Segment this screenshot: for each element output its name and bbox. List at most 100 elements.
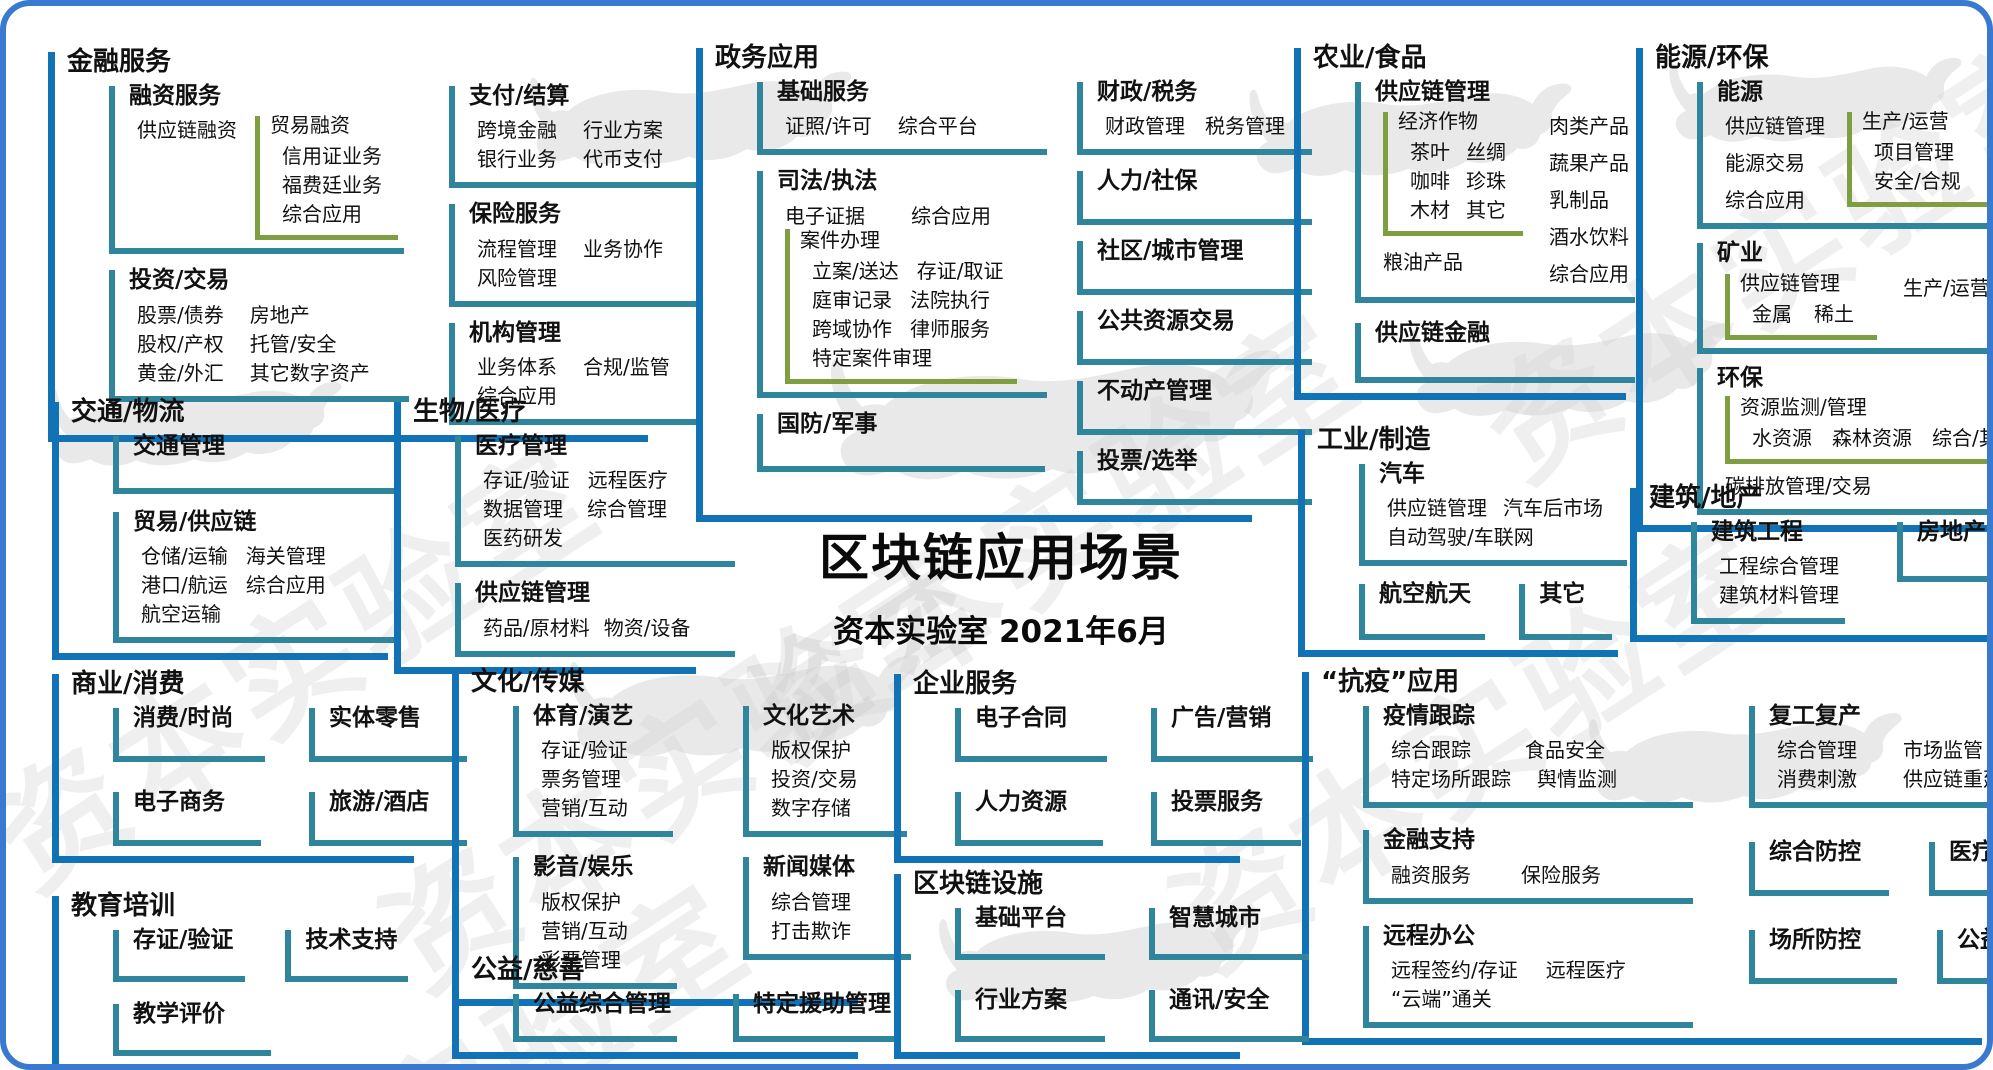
branch-item-row: 风险管理 [477, 264, 695, 293]
branch-item-row: 存证/验证远程医疗 [483, 466, 729, 495]
branch-item-row: “云端”通关 [1391, 985, 1687, 1014]
branch-box: 融资服务供应链融资贸易融资信用证业务福费廷业务综合应用 [109, 83, 404, 255]
branch-row: 供应链融资贸易融资信用证业务福费廷业务综合应用 [137, 114, 398, 241]
branch-title: 医疗供应链 [1949, 839, 1993, 866]
branch-box: 人力/社保 [1077, 168, 1312, 226]
branch-box: 其它 [1519, 581, 1612, 641]
branch-item-row: 股权/产权托管/安全 [137, 330, 403, 359]
branch-col: 基础服务证照/许可综合平台司法/执法电子证据综合应用案件办理立案/送达存证/取证… [757, 79, 1047, 472]
branch-title: 供应链管理 [1740, 270, 1840, 295]
branch-box: 供应链管理金属稀土 [1725, 270, 1877, 340]
branch-body: 电子证据综合应用案件办理立案/送达存证/取证庭审记录法院执行跨域协作律师服务特定… [785, 202, 1041, 384]
group-finance: 金融服务融资服务供应链融资贸易融资信用证业务福费廷业务综合应用投资/交易股票/债… [48, 47, 701, 443]
branch-item: 业务体系 [477, 355, 557, 380]
branch-item-row: 版权保护 [771, 736, 901, 765]
branch-item-row: 消费刺激供应链重建 [1777, 765, 1987, 794]
branch-title: 行业方案 [975, 986, 1067, 1013]
branch-box: 实体零售 [309, 705, 467, 762]
branch-box: 体育/演艺存证/验证票务管理营销/互动 [513, 703, 673, 838]
branch-item: 供应链管理 [1725, 114, 1825, 139]
branch-title: 财政/税务 [1097, 78, 1198, 105]
branch-body: 融资服务保险服务 [1391, 861, 1687, 890]
branch-title: 人力资源 [975, 788, 1067, 815]
branch-title: 投票服务 [1171, 788, 1263, 815]
branch-item: 电子证据 [785, 203, 865, 228]
branch-box: 财政/税务财政管理税务管理 [1077, 78, 1312, 156]
branch-item-row: 彩票管理 [541, 946, 671, 975]
branch-item: 安全/合规 [1874, 169, 1961, 194]
branch-title: 电子商务 [133, 788, 225, 815]
branch-body: 财政管理税务管理 [1105, 112, 1306, 141]
branch-title: 通讯/安全 [1169, 986, 1270, 1013]
branch-row: 基础平台行业方案智慧城市通讯/安全 [955, 905, 1309, 1042]
branch-item: 自动驾驶/车联网 [1387, 525, 1534, 550]
branch-item-row: 医药研发 [483, 524, 729, 553]
branch-box: 场所防控 [1749, 927, 1897, 985]
branch-item: 存证/验证 [541, 738, 628, 763]
branch-box: 交通管理 [113, 432, 395, 494]
branch-body: 消费/时尚电子商务实体零售旅游/酒店 [113, 705, 467, 846]
branch-item: 票务管理 [541, 767, 621, 792]
branch-body: 体育/演艺存证/验证票务管理营销/互动影音/娱乐版权保护营销/互动彩票管理文化艺… [513, 703, 911, 989]
branch-box: 技术支持 [285, 927, 408, 982]
branch-item: 供应链管理 [1387, 496, 1487, 521]
branch-box: 案件办理立案/送达存证/取证庭审记录法院执行跨域协作律师服务特定案件审理 [785, 228, 1017, 384]
branch-item: “云端”通关 [1391, 987, 1492, 1012]
branch-item-row: 肉类产品 [1549, 112, 1629, 141]
branch-body: 基础平台行业方案智慧城市通讯/安全 [955, 905, 1309, 1042]
branch-box: 行业方案 [955, 986, 1105, 1042]
branch-title: 特定援助管理 [753, 990, 891, 1017]
branch-title: 交通管理 [133, 432, 225, 459]
branch-item: 立案/送达 [812, 258, 899, 283]
branch-item: 综合应用 [245, 573, 326, 598]
branch-body: 交通管理贸易/供应链仓储/运输海关管理港口/航运综合应用航空运输 [113, 433, 395, 644]
group-commerce: 商业/消费消费/时尚电子商务实体零售旅游/酒店 [52, 669, 467, 863]
branch-title: 不动产管理 [1097, 378, 1212, 405]
branch-box: 教学评价 [113, 1000, 271, 1056]
branch-item-row: 数字存储 [771, 794, 901, 823]
branch-row: 消费/时尚电子商务实体零售旅游/酒店 [113, 705, 467, 846]
branch-body: 仓储/运输海关管理港口/航运综合应用航空运输 [141, 542, 389, 629]
branch-item: 综合应用 [282, 202, 362, 227]
branch-col: 能源供应链管理能源交易综合应用生产/运营项目管理安全/合规矿业供应链管理金属稀土… [1697, 79, 1987, 516]
branch-box: 广告/营销 [1151, 705, 1313, 762]
branch-col: 复工复产综合管理市场监管消费刺激供应链重建综合防控医疗供应链场所防控公益跟踪 [1749, 703, 1993, 985]
branch-item-row: 项目管理 [1874, 138, 1983, 167]
branch-item: 税务管理 [1205, 114, 1285, 139]
branch-item-row: 特定案件审理 [812, 344, 1011, 373]
branch-item-row: 茶叶丝绸 [1410, 138, 1517, 167]
branch-item: 碳排放管理/交易 [1725, 474, 1872, 499]
branch-item: 其它数字资产 [249, 360, 370, 385]
branch-box: 复工复产综合管理市场监管消费刺激供应链重建 [1749, 703, 1987, 809]
branch-item: 融资服务 [1391, 862, 1471, 887]
branch-box: 机构管理业务体系合规/监管综合应用 [449, 320, 701, 426]
branch-item: 综合管理 [771, 889, 851, 914]
group-transport: 交通/物流交通管理贸易/供应链仓储/运输海关管理港口/航运综合应用航空运输 [52, 397, 395, 661]
branch-item: 医药研发 [483, 526, 563, 551]
branch-title: “抗疫”应用 [1321, 667, 1460, 697]
branch-body: 信用证业务福费廷业务综合应用 [282, 142, 392, 229]
branch-item: 森林资源 [1832, 426, 1912, 451]
branch-body: 工程综合管理建筑材料管理 [1719, 552, 1839, 610]
branch-item-row: 营销/互动 [541, 794, 667, 823]
branch-item-row: 流程管理业务协作 [477, 235, 695, 264]
branch-item-row: 生产/运营 [1903, 274, 1987, 303]
branch-title: 新闻媒体 [763, 854, 855, 881]
branch-item-row: 融资服务保险服务 [1391, 861, 1687, 890]
branch-title: 教学评价 [133, 1000, 225, 1027]
branch-item-row: 数据管理综合管理 [483, 495, 729, 524]
branch-item: 咖啡 [1410, 169, 1450, 194]
branch-title: 支付/结算 [469, 82, 570, 109]
branch-body: 融资服务供应链融资贸易融资信用证业务福费廷业务综合应用投资/交易股票/债券房地产… [109, 83, 701, 426]
branch-item: 股票/债券 [137, 302, 224, 327]
branch-box: 文化艺术版权保护投资/交易数字存储 [743, 703, 907, 838]
branch-item: 其它 [1466, 198, 1506, 223]
branch-title: 智慧城市 [1169, 904, 1261, 931]
branch-item-row: 金属稀土 [1752, 300, 1871, 329]
branch-box: 投票服务 [1151, 788, 1301, 846]
branch-title: 公共资源交易 [1097, 308, 1235, 335]
branch-item: 跨境金融 [477, 118, 557, 143]
branch-item: 合规/监管 [583, 355, 670, 380]
